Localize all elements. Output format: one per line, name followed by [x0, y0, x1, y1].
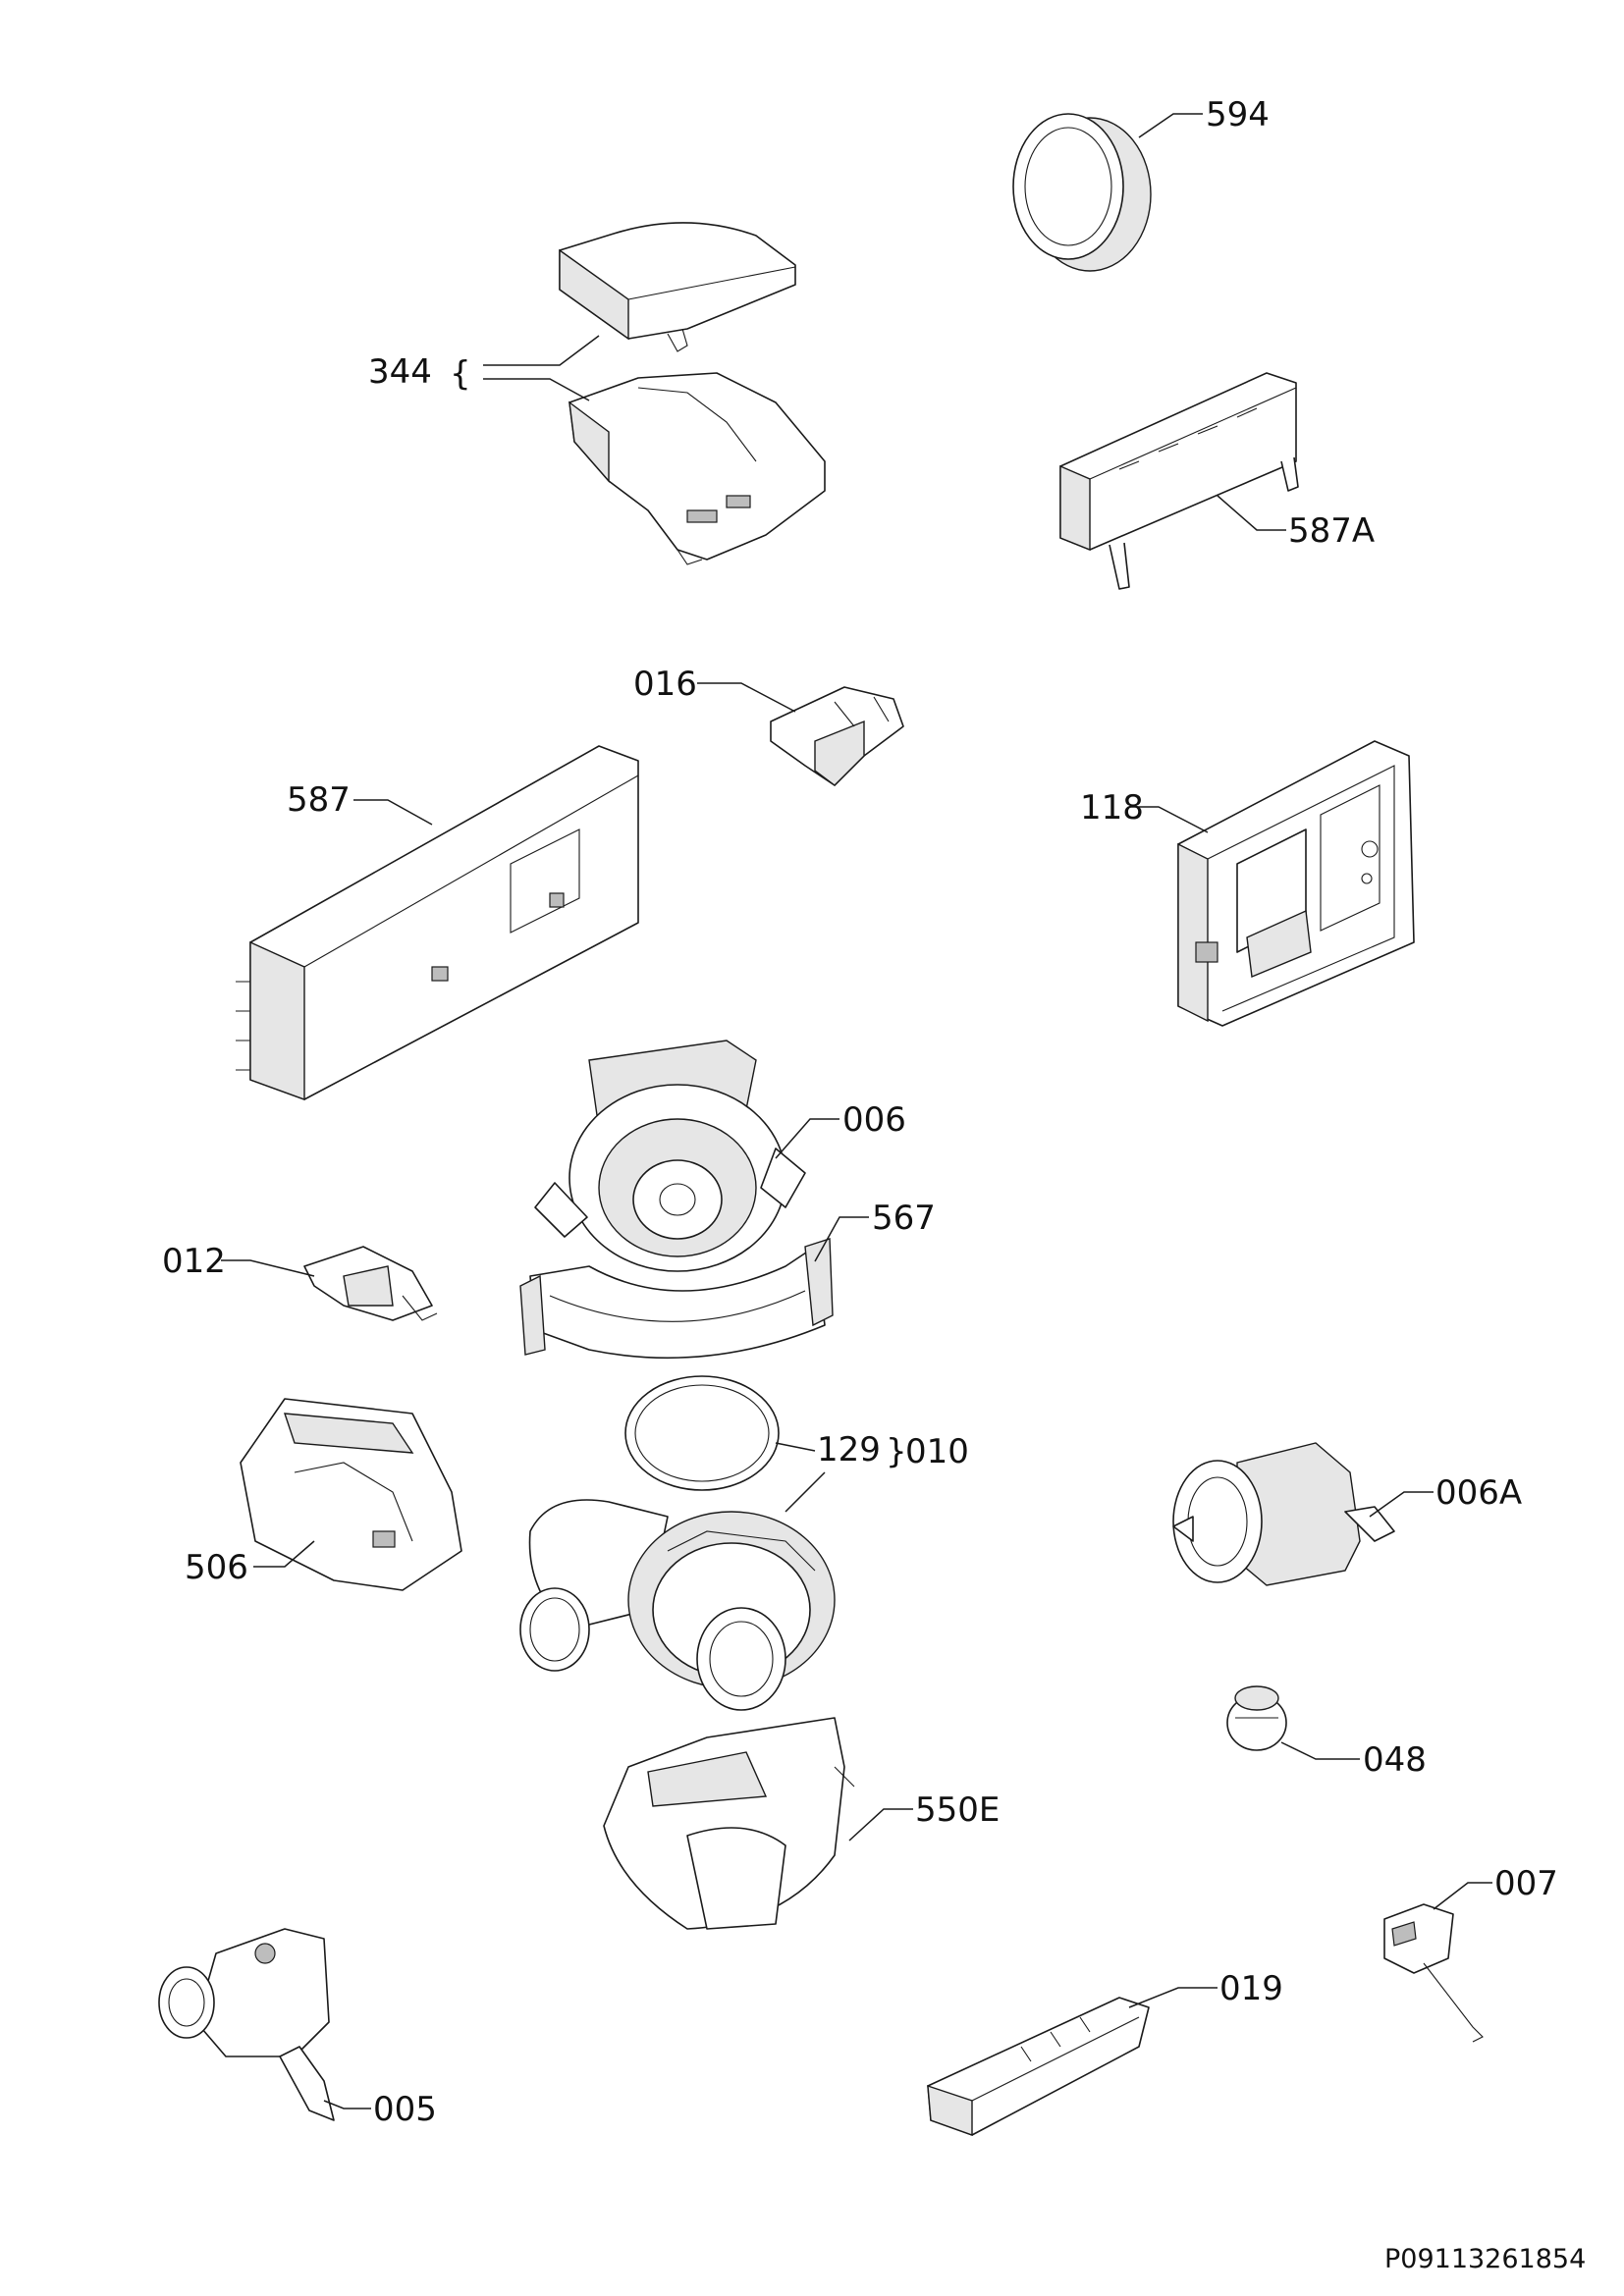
label-007: 007	[1494, 1864, 1558, 1903]
part-506-sump-base	[240, 1398, 462, 1591]
label-006: 006	[842, 1100, 906, 1140]
label-118: 118	[1080, 788, 1144, 828]
part-010-heat-pump	[519, 1499, 836, 1711]
label-506: 506	[185, 1548, 248, 1587]
leader-344	[483, 335, 600, 401]
label-005: 005	[373, 2090, 437, 2129]
part-129-gasket	[624, 1375, 780, 1491]
label-594: 594	[1206, 95, 1270, 134]
part-006-pump	[534, 1040, 806, 1272]
bracket-010: }	[886, 1432, 907, 1471]
label-012: 012	[162, 1242, 226, 1281]
part-344-module-board	[568, 372, 826, 565]
leader-587A	[1217, 495, 1286, 531]
bracket-344: {	[450, 354, 471, 394]
leader-016	[697, 682, 796, 713]
part-594-cap	[1012, 113, 1152, 272]
part-006A-drain-pump	[1172, 1442, 1395, 1586]
part-550E-hood	[603, 1717, 855, 1930]
label-567: 567	[872, 1199, 936, 1238]
leader-587	[353, 799, 433, 826]
part-016-switch	[770, 686, 904, 786]
leader-567	[814, 1216, 869, 1262]
part-587-electronic-box	[236, 745, 639, 1100]
label-010: 010	[905, 1432, 969, 1471]
part-587A-control-strip	[1059, 372, 1299, 590]
leader-506	[253, 1540, 315, 1568]
leader-129	[775, 1442, 816, 1452]
label-344: 344	[368, 352, 432, 392]
label-048: 048	[1363, 1740, 1427, 1780]
label-550E: 550E	[915, 1790, 1000, 1830]
leader-012	[221, 1259, 315, 1277]
leader-006	[775, 1118, 839, 1159]
leader-019	[1128, 1987, 1218, 2008]
part-567-bracket	[519, 1238, 834, 1360]
leader-005	[323, 2100, 371, 2109]
part-019-door-lock	[927, 1997, 1150, 2136]
part-118-dispenser	[1177, 740, 1415, 1027]
label-587A: 587A	[1288, 511, 1375, 551]
label-587: 587	[287, 780, 351, 820]
leader-006A	[1369, 1491, 1434, 1518]
part-007-switch	[1383, 1903, 1484, 2043]
leader-594	[1138, 113, 1203, 138]
leader-010	[785, 1471, 826, 1513]
label-129: 129	[817, 1430, 881, 1469]
part-344-module-cover	[559, 222, 796, 352]
leader-048	[1280, 1741, 1360, 1760]
part-048-sensor	[1226, 1685, 1287, 1751]
leader-118	[1129, 806, 1209, 833]
leader-550E	[848, 1808, 913, 1842]
label-006A: 006A	[1435, 1473, 1522, 1513]
label-019: 019	[1219, 1969, 1283, 2008]
part-005-inlet-valve	[158, 1928, 335, 2121]
label-016: 016	[633, 665, 697, 704]
part-012-sensor	[303, 1246, 438, 1321]
reference-code: P09113261854	[1384, 2244, 1586, 2274]
leader-007	[1433, 1882, 1492, 1910]
